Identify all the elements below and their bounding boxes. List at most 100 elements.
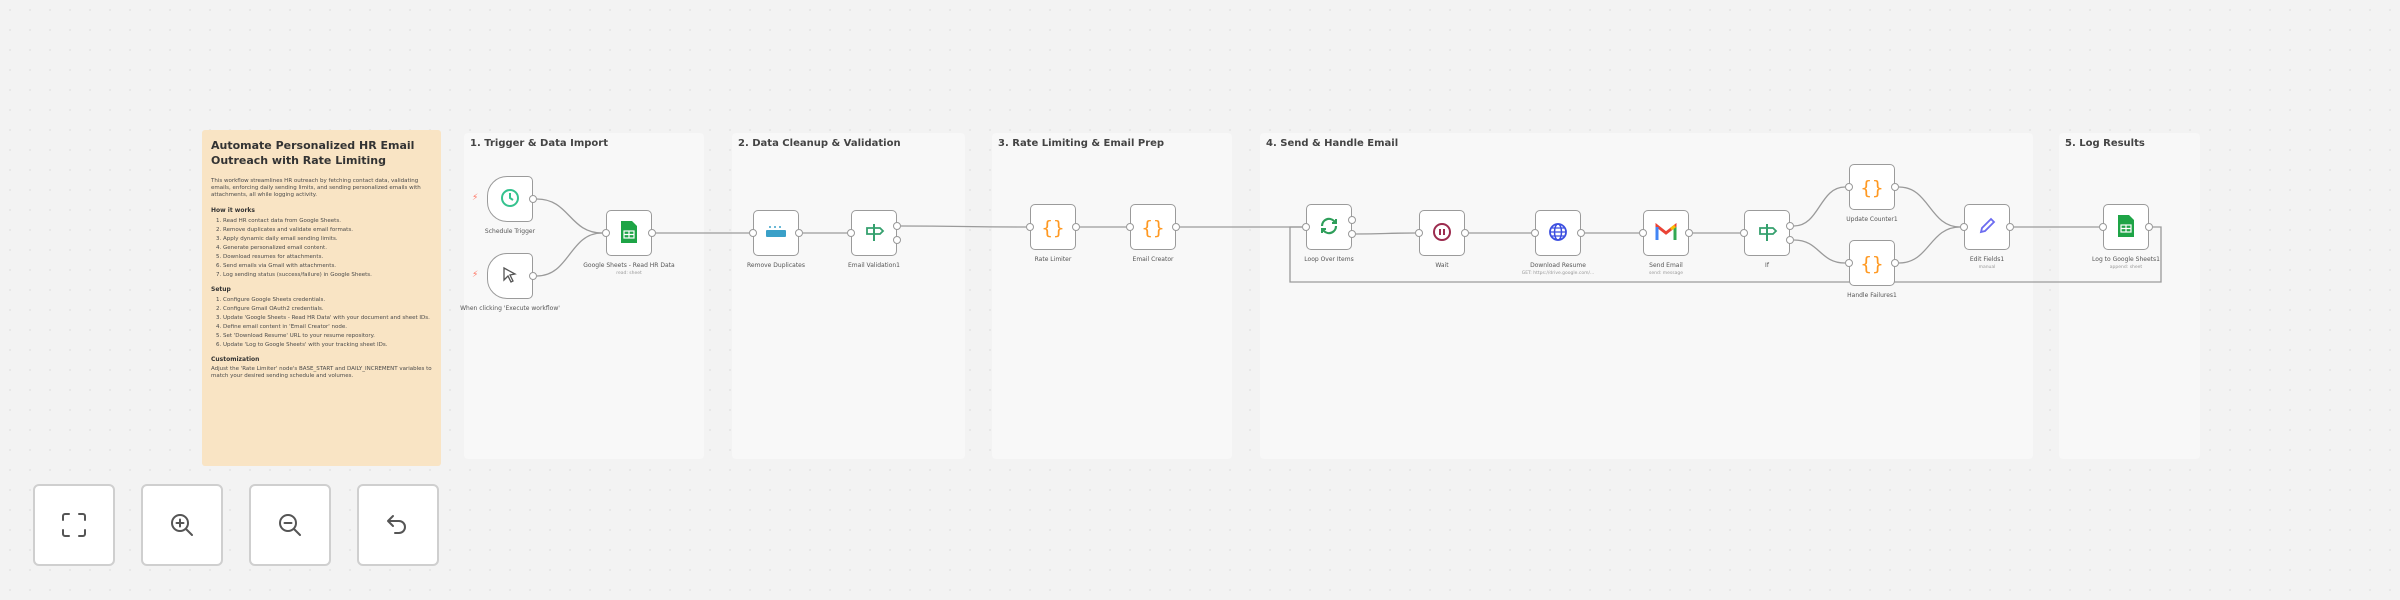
node-gsheets[interactable] <box>606 210 652 256</box>
output-port[interactable] <box>1072 223 1080 231</box>
fit-view-button[interactable] <box>33 484 115 566</box>
node-log[interactable] <box>2103 204 2149 250</box>
output-port[interactable] <box>1685 229 1693 237</box>
output-port[interactable] <box>1786 222 1794 230</box>
connection-log-loop[interactable] <box>1289 226 2162 283</box>
group-log[interactable]: 5. Log Results <box>2059 133 2200 459</box>
input-port[interactable] <box>1960 223 1968 231</box>
output-port[interactable] <box>2006 223 2014 231</box>
node-name: Loop Over Items <box>1304 256 1354 263</box>
group-rate-limiting[interactable]: 3. Rate Limiting & Email Prep <box>992 133 1232 459</box>
output-port[interactable] <box>1172 223 1180 231</box>
output-port[interactable] <box>1577 229 1585 237</box>
setup-step: Set 'Download Resume' URL to your resume… <box>223 332 432 341</box>
output-port[interactable] <box>1348 230 1356 238</box>
group-title: 5. Log Results <box>2065 138 2145 149</box>
pause-icon <box>1432 222 1452 245</box>
fit-view-icon <box>62 513 86 537</box>
connection-loop-wait[interactable] <box>1355 232 1416 235</box>
node-if[interactable] <box>1744 210 1790 256</box>
output-port[interactable] <box>1461 229 1469 237</box>
node-label: Email Creator <box>1098 256 1208 264</box>
setup-heading: Setup <box>211 286 231 293</box>
code-icon: {} <box>1041 216 1065 239</box>
node-manual[interactable] <box>487 253 533 299</box>
node-schedule[interactable] <box>487 176 533 222</box>
globe-icon <box>1547 221 1569 246</box>
node-wait[interactable] <box>1419 210 1465 256</box>
node-name: Download Resume <box>1530 262 1586 269</box>
connection-emailval-rate[interactable] <box>900 225 1027 228</box>
node-handle[interactable]: {} <box>1849 240 1895 286</box>
node-name: Log to Google Sheets1 <box>2092 256 2160 263</box>
node-send[interactable] <box>1643 210 1689 256</box>
node-remdup[interactable] <box>753 210 799 256</box>
input-port[interactable] <box>1026 223 1034 231</box>
node-loop[interactable] <box>1306 204 1352 250</box>
zoom-in-icon <box>171 514 193 536</box>
input-port[interactable] <box>1415 229 1423 237</box>
node-subtitle: append: sheet <box>2109 265 2143 270</box>
how-step: Apply dynamic daily email sending limits… <box>223 235 432 244</box>
node-name: Wait <box>1435 262 1449 269</box>
output-port[interactable] <box>529 272 537 280</box>
input-port[interactable] <box>1302 223 1310 231</box>
input-port[interactable] <box>1639 229 1647 237</box>
reset-zoom-button[interactable] <box>357 484 439 566</box>
output-port[interactable] <box>529 195 537 203</box>
input-port[interactable] <box>847 229 855 237</box>
connection-manual-gsheets[interactable] <box>536 232 603 277</box>
output-port[interactable] <box>893 236 901 244</box>
node-update[interactable]: {} <box>1849 164 1895 210</box>
input-port[interactable] <box>749 229 757 237</box>
input-port[interactable] <box>2099 223 2107 231</box>
sticky-intro: This workflow streamlines HR outreach by… <box>211 178 421 198</box>
node-edit[interactable] <box>1964 204 2010 250</box>
output-port[interactable] <box>1786 236 1794 244</box>
node-name: Remove Duplicates <box>747 262 805 269</box>
input-port[interactable] <box>1126 223 1134 231</box>
group-cleanup[interactable]: 2. Data Cleanup & Validation <box>732 133 965 459</box>
node-subtitle: send: message <box>1649 271 1683 276</box>
gmail-icon <box>1655 222 1677 244</box>
group-title: 2. Data Cleanup & Validation <box>738 138 901 149</box>
zoom-out-icon <box>279 514 301 536</box>
input-port[interactable] <box>1845 259 1853 267</box>
output-port[interactable] <box>795 229 803 237</box>
connection-if-handle[interactable] <box>1793 239 1846 264</box>
input-port[interactable] <box>1740 229 1748 237</box>
how-step: Log sending status (success/failure) in … <box>223 271 432 280</box>
node-subtitle: GET: https://drive.google.com/... <box>1521 271 1595 276</box>
sticky-note[interactable]: Automate Personalized HR Email Outreach … <box>202 130 441 466</box>
node-emailval[interactable] <box>851 210 897 256</box>
trigger-bolt-icon: ⚡ <box>472 270 479 280</box>
google-sheets-icon <box>2118 214 2134 240</box>
output-port[interactable] <box>1348 216 1356 224</box>
how-step: Read HR contact data from Google Sheets. <box>223 217 432 226</box>
node-label: Loop Over Items <box>1274 256 1384 264</box>
output-port[interactable] <box>893 222 901 230</box>
output-port[interactable] <box>648 229 656 237</box>
input-port[interactable] <box>602 229 610 237</box>
output-port[interactable] <box>1891 259 1899 267</box>
output-port[interactable] <box>1891 183 1899 191</box>
node-creator[interactable]: {} <box>1130 204 1176 250</box>
google-sheets-icon <box>621 220 637 246</box>
connection-handle-edit[interactable] <box>1898 226 1961 264</box>
group-title: 4. Send & Handle Email <box>1266 138 1399 149</box>
node-rate[interactable]: {} <box>1030 204 1076 250</box>
zoom-out-button[interactable] <box>249 484 331 566</box>
how-step: Download resumes for attachments. <box>223 253 432 262</box>
input-port[interactable] <box>1531 229 1539 237</box>
input-port[interactable] <box>1845 183 1853 191</box>
connection-if-update[interactable] <box>1793 186 1846 227</box>
trigger-bolt-icon: ⚡ <box>472 193 479 203</box>
node-name: Schedule Trigger <box>484 228 536 235</box>
output-port[interactable] <box>2145 223 2153 231</box>
connection-update-edit[interactable] <box>1898 186 1961 228</box>
node-label: Update Counter1 <box>1817 216 1927 224</box>
zoom-in-button[interactable] <box>141 484 223 566</box>
connection-schedule-gsheets[interactable] <box>536 198 603 234</box>
node-download[interactable] <box>1535 210 1581 256</box>
